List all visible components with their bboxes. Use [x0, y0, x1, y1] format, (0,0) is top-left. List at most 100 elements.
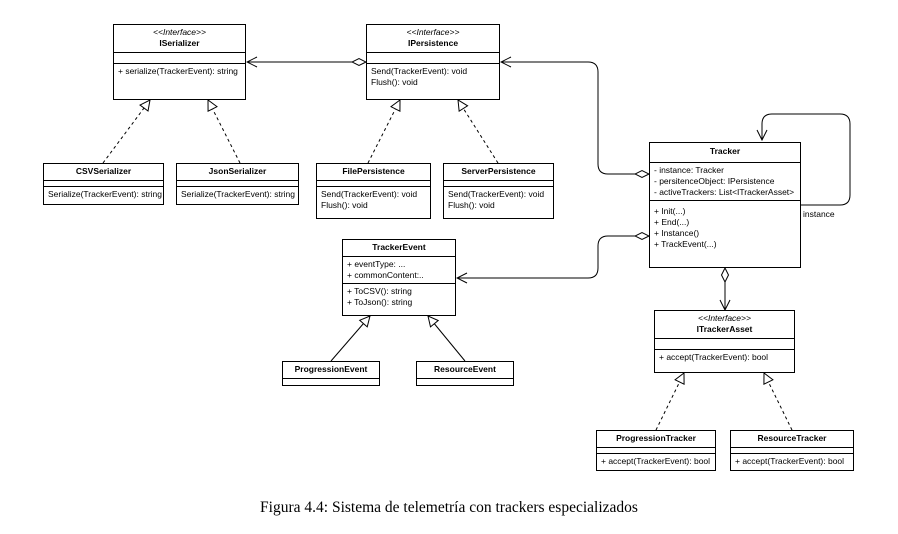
class-name: CSVSerializer: [75, 166, 132, 176]
attribute: + commonContent:..: [347, 270, 424, 280]
stereotype-label: <<Interface>>: [698, 313, 751, 323]
method: + TrackEvent(...): [654, 239, 717, 249]
generalization-progressionevent: [330, 316, 370, 362]
class-name: ResourceEvent: [434, 364, 496, 374]
attribute: - instance: Tracker: [654, 165, 724, 175]
class-name: ServerPersistence: [461, 166, 536, 176]
class-name: ProgressionEvent: [294, 364, 368, 374]
realization-serverpersistence: [458, 100, 499, 164]
class-name: ResourceTracker: [757, 433, 827, 443]
attribute: - activeTrackers: List<ITrackerAsset>: [654, 187, 795, 197]
method: + ToJson(): string: [347, 297, 413, 307]
attributes-section: [444, 181, 553, 187]
methods-section: + serialize(TrackerEvent): string: [114, 64, 245, 79]
attribute: - persitenceObject: IPersistence: [654, 176, 775, 186]
class-name: TrackerEvent: [372, 242, 426, 252]
attributes-section: [44, 181, 163, 187]
stereotype-label: <<Interface>>: [406, 27, 460, 37]
class-header: ProgressionTracker: [597, 431, 715, 448]
class-header: Tracker: [650, 143, 800, 163]
method: Send(TrackerEvent): void: [321, 189, 418, 199]
methods-section: Serialize(TrackerEvent): string: [44, 187, 163, 202]
realization-progressiontracker: [655, 373, 684, 431]
class-name: ITrackerAsset: [696, 324, 753, 334]
method: + serialize(TrackerEvent): string: [118, 66, 238, 76]
instance-label: instance: [803, 209, 835, 219]
method: Send(TrackerEvent): void: [371, 66, 468, 76]
class-ipersistence: <<Interface>> IPersistence Send(TrackerE…: [366, 24, 500, 100]
class-progressionevent: ProgressionEvent: [282, 361, 380, 386]
method: Serialize(TrackerEvent): string: [181, 189, 295, 199]
realization-jsonserializer: [208, 100, 241, 164]
methods-section: + ToCSV(): string + ToJson(): string: [343, 284, 455, 310]
class-progressiontracker: ProgressionTracker + accept(TrackerEvent…: [596, 430, 716, 471]
methods-section: Serialize(TrackerEvent): string: [177, 187, 298, 202]
method: + Instance(): [654, 228, 700, 238]
class-header: JsonSerializer: [177, 164, 298, 181]
class-header: ProgressionEvent: [283, 362, 379, 379]
class-filepersistence: FilePersistence Send(TrackerEvent): void…: [316, 163, 431, 219]
method: Serialize(TrackerEvent): string: [48, 189, 162, 199]
class-name: FilePersistence: [342, 166, 405, 176]
method: + accept(TrackerEvent): bool: [735, 456, 845, 466]
class-header: ServerPersistence: [444, 164, 553, 181]
method: + Init(...): [654, 206, 686, 216]
method: + accept(TrackerEvent): bool: [601, 456, 711, 466]
attributes-section: [317, 181, 430, 187]
realization-resourcetracker: [764, 373, 793, 431]
method: Flush(): void: [371, 77, 418, 87]
generalization-resourceevent: [428, 316, 466, 362]
stereotype-label: <<Interface>>: [153, 27, 206, 37]
realization-csvserializer: [102, 100, 150, 164]
class-name: JsonSerializer: [208, 166, 267, 176]
method: + ToCSV(): string: [347, 286, 412, 296]
class-header: FilePersistence: [317, 164, 430, 181]
attributes-section: - instance: Tracker - persitenceObject: …: [650, 163, 800, 201]
method: + accept(TrackerEvent): bool: [659, 352, 769, 362]
class-name: ProgressionTracker: [616, 433, 696, 443]
class-jsonserializer: JsonSerializer Serialize(TrackerEvent): …: [176, 163, 299, 205]
class-name: ISerializer: [159, 38, 200, 48]
class-header: CSVSerializer: [44, 164, 163, 181]
methods-section: + accept(TrackerEvent): bool: [597, 454, 715, 469]
attributes-section: [177, 181, 298, 187]
methods-section: Send(TrackerEvent): void Flush(): void: [367, 64, 499, 90]
attributes-section: [597, 448, 715, 454]
class-resourcetracker: ResourceTracker + accept(TrackerEvent): …: [730, 430, 854, 471]
self-association-instance: [762, 113, 851, 206]
class-header: ResourceEvent: [417, 362, 513, 379]
method: Flush(): void: [448, 200, 495, 210]
methods-section: + accept(TrackerEvent): bool: [655, 350, 794, 365]
class-iserializer: <<Interface>> ISerializer + serialize(Tr…: [113, 24, 246, 100]
attribute: + eventType: ...: [347, 259, 406, 269]
class-header: ResourceTracker: [731, 431, 853, 448]
methods-section: + accept(TrackerEvent): bool: [731, 454, 853, 469]
realization-filepersistence: [367, 100, 400, 164]
methods-section: Send(TrackerEvent): void Flush(): void: [317, 187, 430, 213]
aggregation-tracker-ipersistence: [501, 62, 649, 174]
attributes-section: [114, 53, 245, 64]
class-csvserializer: CSVSerializer Serialize(TrackerEvent): s…: [43, 163, 164, 205]
aggregation-tracker-trackerevent: [457, 236, 649, 278]
method: + End(...): [654, 217, 690, 227]
method: Flush(): void: [321, 200, 368, 210]
class-trackerevent: TrackerEvent + eventType: ... + commonCo…: [342, 239, 456, 316]
class-itrackerasset: <<Interface>> ITrackerAsset + accept(Tra…: [654, 310, 795, 373]
class-name: IPersistence: [407, 38, 459, 48]
methods-section: Send(TrackerEvent): void Flush(): void: [444, 187, 553, 213]
class-tracker: Tracker - instance: Tracker - persitence…: [649, 142, 801, 268]
attributes-section: [367, 53, 499, 64]
class-header: <<Interface>> ISerializer: [114, 25, 245, 53]
class-resourceevent: ResourceEvent: [416, 361, 514, 386]
class-header: <<Interface>> IPersistence: [367, 25, 499, 53]
class-header: <<Interface>> ITrackerAsset: [655, 311, 794, 339]
figure-caption: Figura 4.4: Sistema de telemetría con tr…: [260, 499, 638, 516]
attributes-section: + eventType: ... + commonContent:..: [343, 257, 455, 284]
method: Send(TrackerEvent): void: [448, 189, 545, 199]
attributes-section: [731, 448, 853, 454]
class-serverpersistence: ServerPersistence Send(TrackerEvent): vo…: [443, 163, 554, 219]
methods-section: + Init(...) + End(...) + Instance() + Tr…: [650, 201, 800, 252]
class-header: TrackerEvent: [343, 240, 455, 257]
class-name: Tracker: [709, 146, 741, 156]
